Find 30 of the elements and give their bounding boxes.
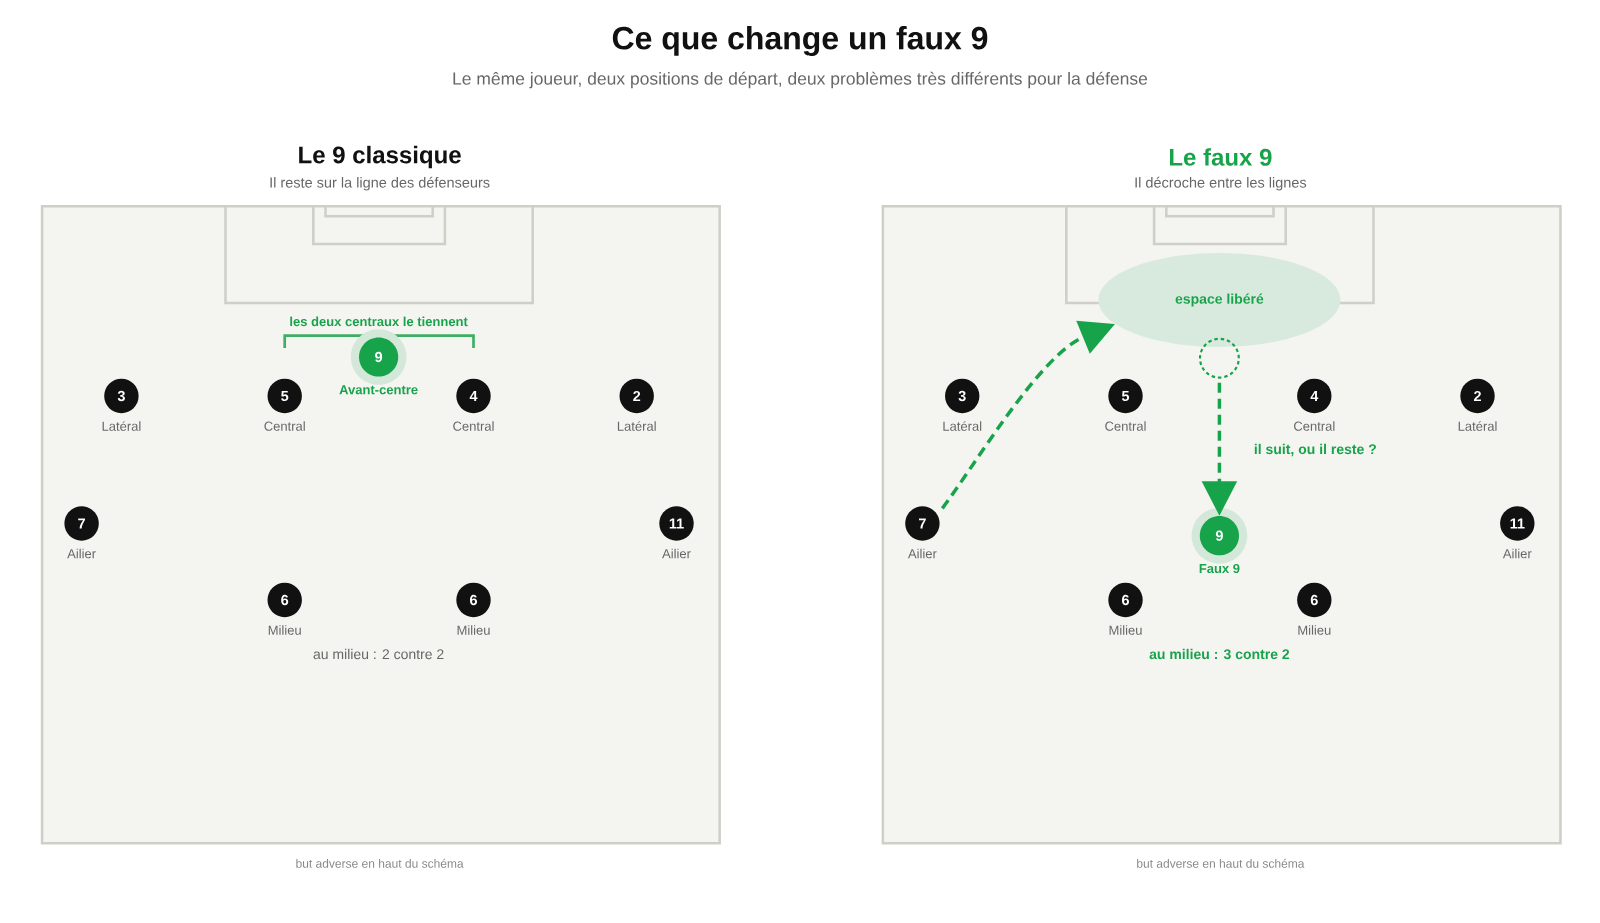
player-label: Central xyxy=(1105,421,1146,431)
player-label: Milieu xyxy=(268,625,301,635)
note-text: au milieu : 3 contre 2 xyxy=(1149,648,1290,660)
player-label: Latéral xyxy=(1458,421,1497,431)
player-label: Central xyxy=(1294,421,1335,431)
player-label: Ailier xyxy=(908,548,937,559)
player-label: Latéral xyxy=(943,421,982,431)
player-label: Central xyxy=(453,421,494,431)
page-title: Ce que change un faux 9 xyxy=(612,26,988,56)
player-label: Milieu xyxy=(1109,625,1142,635)
pitch-note: but adverse en haut du schéma xyxy=(1137,858,1305,868)
player-label: Faux 9 xyxy=(1199,563,1240,574)
player-label: Ailier xyxy=(1502,548,1532,559)
pitch-heading: Le faux 9 xyxy=(1170,148,1272,166)
player-label: Latéral xyxy=(617,421,656,431)
note-text: au milieu : 2 contre 2 xyxy=(313,648,444,660)
pitch-heading: Le 9 classique xyxy=(299,145,461,169)
pitch-subtitle: Il décroche entre les lignes xyxy=(1135,176,1307,191)
page-subtitle: Le même joueur, deux positions de départ, deux problèmes très différents pour la défense xyxy=(453,71,1148,89)
player-label: Ailier xyxy=(662,548,691,559)
player-label: Central xyxy=(264,421,305,431)
dashed-circle xyxy=(1198,337,1240,379)
pitch-subtitle: Il reste sur la ligne des défenseurs xyxy=(270,176,490,191)
highlight-zone: espace libéré xyxy=(1098,253,1341,347)
player-label: Avant-centre xyxy=(339,385,418,395)
pitch-note: but adverse en haut du schéma xyxy=(296,858,464,868)
player-label: Milieu xyxy=(457,625,490,635)
player-label: Ailier xyxy=(67,548,96,559)
player-label: Latéral xyxy=(102,421,141,431)
player-label: Milieu xyxy=(1298,625,1331,635)
